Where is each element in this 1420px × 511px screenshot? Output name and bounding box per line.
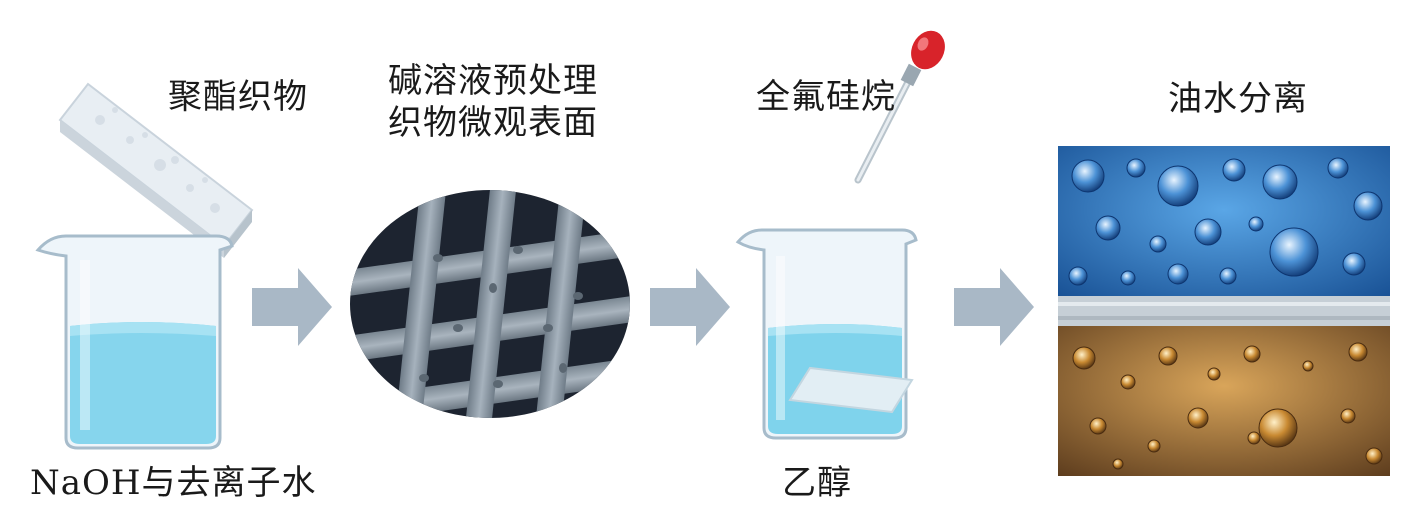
oil-water-separation-image — [1058, 146, 1390, 476]
beaker-icon — [35, 234, 234, 450]
fiber-mesh-icon — [348, 188, 632, 420]
fluorosilane-label: 全氟硅烷 — [756, 77, 896, 117]
separation-label: 油水分离 — [1168, 79, 1308, 119]
arrow-right-icon — [252, 268, 332, 346]
arrow-right-icon — [954, 268, 1034, 346]
ethanol-label: 乙醇 — [782, 463, 852, 503]
stage-ethanol-beaker — [732, 220, 932, 450]
fabric-strip-icon — [58, 82, 254, 258]
dropper-icon — [840, 22, 950, 188]
fabric-label: 聚酯织物 — [168, 77, 308, 117]
arrow-right-icon — [650, 268, 730, 346]
micro-label-line1: 碱溶液预处理 — [388, 61, 598, 101]
beaker-with-fabric — [35, 82, 254, 450]
micro-surface-label: 碱溶液预处理 织物微观表面 — [388, 60, 598, 144]
fabric-strip-icon — [788, 366, 914, 414]
stage-naoh-beaker — [20, 40, 280, 470]
beaker-icon — [735, 228, 918, 440]
micro-label-line2: 织物微观表面 — [388, 103, 598, 143]
naoh-water-label: NaOH与去离子水 — [30, 463, 317, 503]
